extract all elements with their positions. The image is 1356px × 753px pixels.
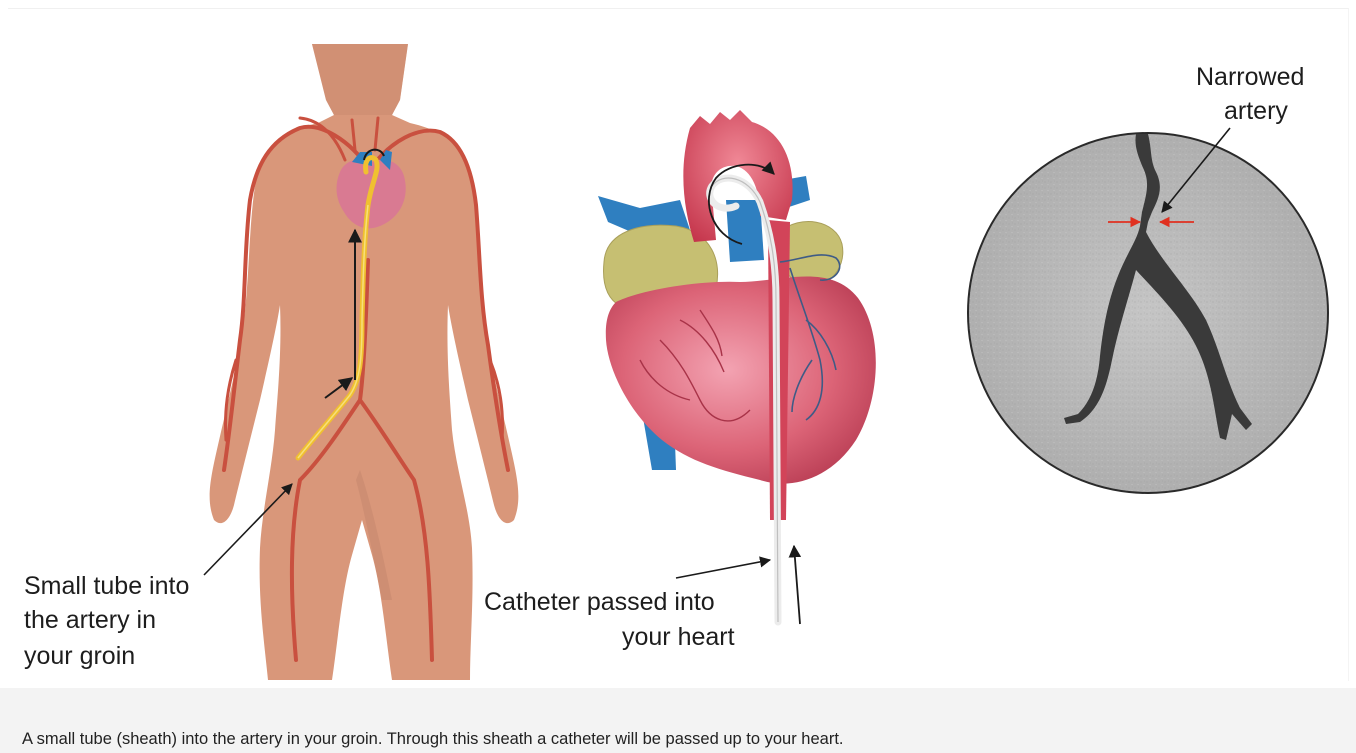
angiogram-view bbox=[968, 133, 1328, 493]
catheter-callout-line bbox=[676, 560, 770, 578]
illustration: Small tube into the artery in your groin… bbox=[0, 0, 1356, 690]
figure-caption: A small tube (sheath) into the artery in… bbox=[22, 729, 844, 749]
heart-illustration bbox=[598, 110, 876, 624]
narrowed-label-line1: Narrowed bbox=[1196, 63, 1304, 91]
body-figure bbox=[210, 44, 519, 680]
groin-label-line1: Small tube into bbox=[24, 572, 189, 600]
catheter-label-line2: your heart bbox=[622, 623, 735, 651]
catheter-label-line1: Catheter passed into bbox=[484, 588, 715, 616]
groin-label-line2: the artery in bbox=[24, 606, 156, 634]
heart-ventricles bbox=[606, 276, 876, 483]
groin-label-line3: your groin bbox=[24, 642, 135, 670]
narrowed-label-line2: artery bbox=[1224, 97, 1288, 125]
